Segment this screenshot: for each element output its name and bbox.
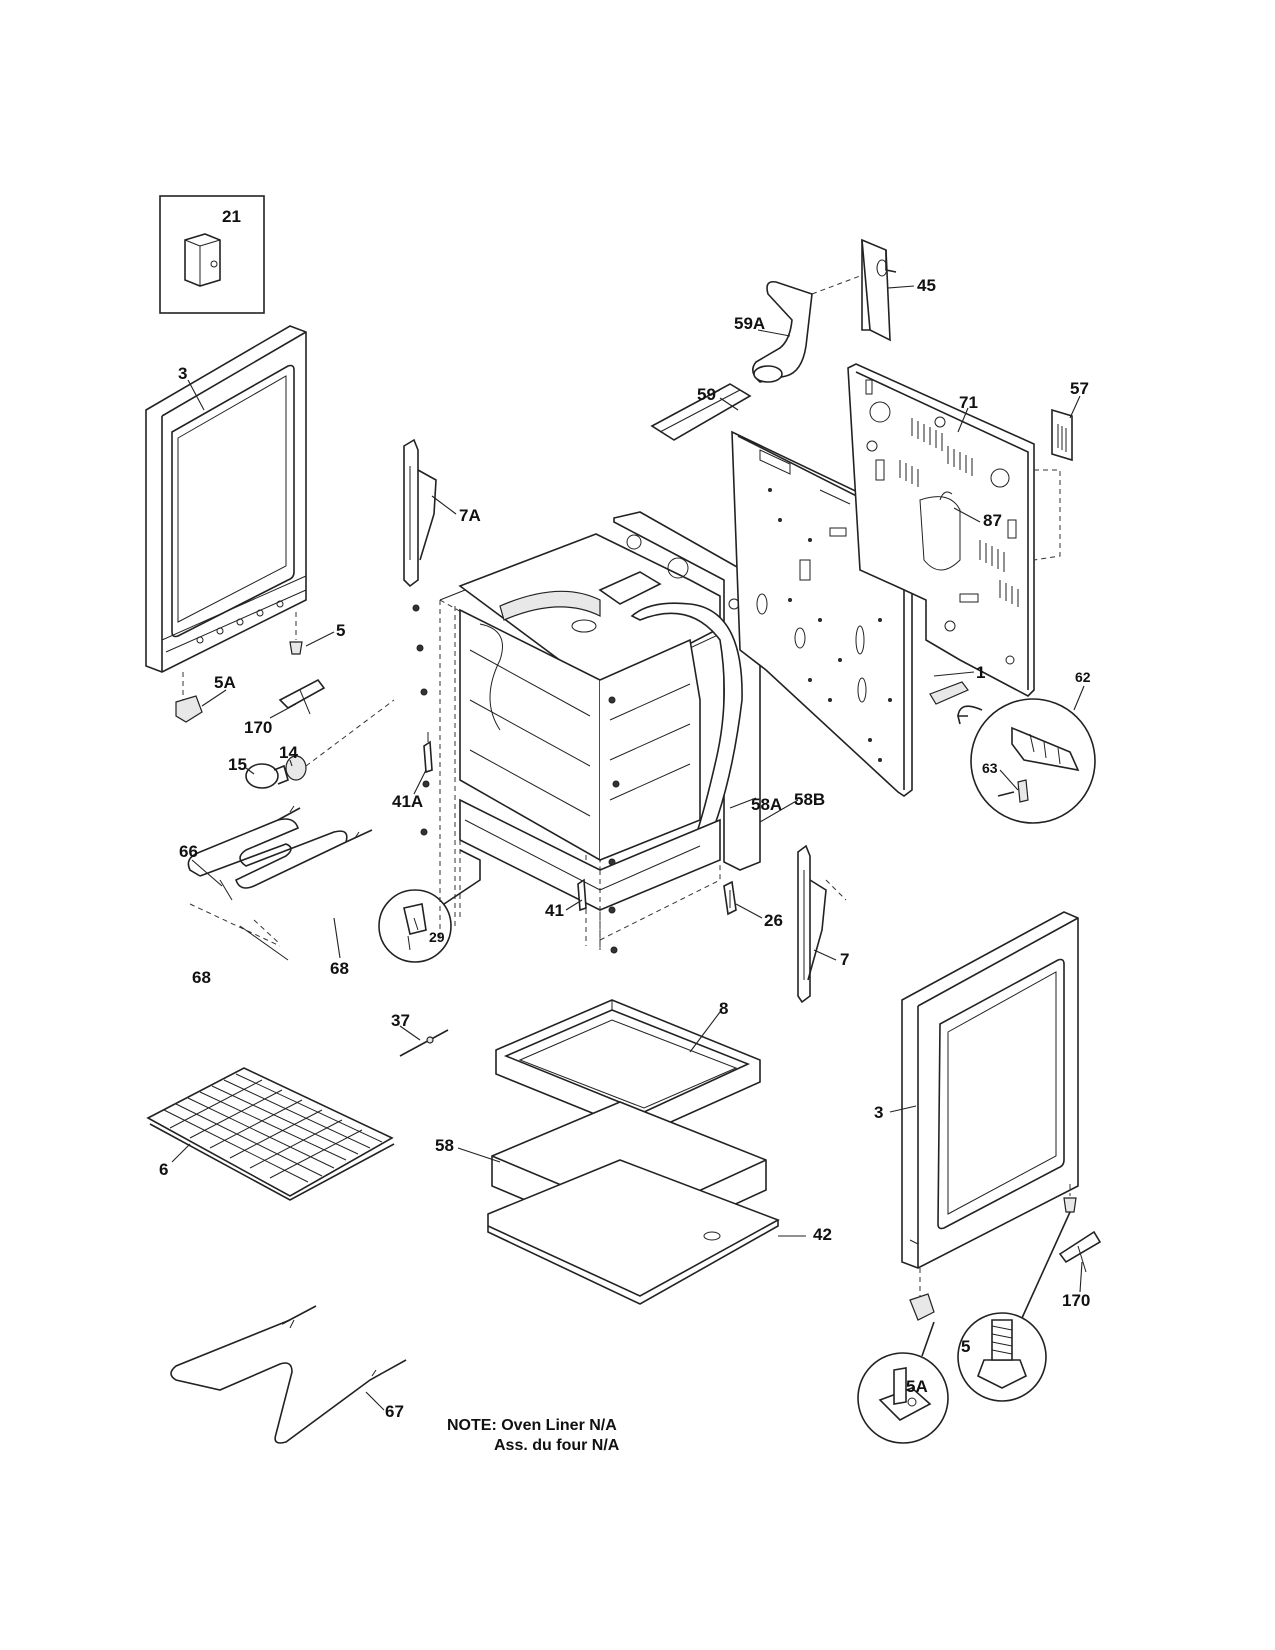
note-line-1: NOTE: Oven Liner N/A (447, 1417, 617, 1434)
oven-rack (146, 1067, 395, 1201)
label-7: 7 (840, 950, 850, 969)
label-68-right: 68 (330, 959, 349, 978)
oven-cavity-body (412, 511, 761, 954)
label-63: 63 (982, 760, 998, 776)
oven-door-right (901, 911, 1079, 1269)
label-67: 67 (385, 1402, 404, 1421)
leveler-detail (957, 1211, 1071, 1402)
label-58: 58 (435, 1136, 454, 1155)
label-26: 26 (764, 911, 783, 930)
label-42: 42 (813, 1225, 832, 1244)
label-3-left: 3 (178, 364, 188, 383)
label-21: 21 (222, 207, 241, 226)
oven-liner-note: NOTE: Oven Liner N/A Ass. du four N/A (447, 1416, 619, 1456)
label-71: 71 (959, 393, 978, 412)
rack-support-7a (403, 438, 437, 588)
bracket-41 (577, 878, 587, 912)
label-58a: 58A (751, 795, 783, 814)
label-5a-left: 5A (214, 673, 236, 692)
hinge-receptacle-detail (857, 1321, 949, 1444)
label-45: 45 (917, 276, 936, 295)
part-26 (723, 880, 737, 916)
broil-element (187, 805, 373, 961)
cover-plate-57 (1051, 408, 1073, 462)
label-37: 37 (391, 1011, 410, 1030)
label-59a: 59A (734, 314, 766, 333)
label-15: 15 (228, 755, 247, 774)
label-58b: 58B (794, 790, 826, 809)
bottom-panel (487, 1159, 806, 1305)
label-66: 66 (179, 842, 198, 861)
label-5a-right: 5A (906, 1377, 928, 1396)
label-5-right: 5 (961, 1337, 971, 1356)
label-41: 41 (545, 901, 564, 920)
wire-37 (399, 1029, 449, 1057)
label-170-right: 170 (1062, 1291, 1091, 1310)
label-59: 59 (697, 385, 716, 404)
back-cover (847, 363, 1061, 697)
oven-light-parts (245, 699, 395, 789)
label-3-right: 3 (874, 1103, 884, 1122)
switch-detail-29 (378, 849, 481, 963)
left-hinge-parts (175, 612, 326, 723)
label-1: 1 (976, 663, 986, 682)
label-68-left: 68 (192, 968, 211, 987)
terminal-block-detail (956, 698, 1096, 824)
rack-support-7 (797, 844, 847, 1004)
oven-door-left (145, 325, 307, 673)
label-87: 87 (983, 511, 1002, 530)
bracket-41a (423, 732, 433, 774)
label-6: 6 (159, 1160, 169, 1179)
right-hinge-parts (909, 1184, 1102, 1321)
label-14: 14 (279, 743, 298, 762)
label-8: 8 (719, 999, 729, 1018)
label-170-left: 170 (244, 718, 273, 737)
bake-element (170, 1305, 407, 1444)
label-29: 29 (429, 929, 445, 945)
note-line-2: Ass. du four N/A (494, 1437, 620, 1454)
label-62: 62 (1075, 669, 1091, 685)
label-57: 57 (1070, 379, 1089, 398)
label-41a: 41A (392, 792, 424, 811)
part-21-inset (159, 195, 265, 314)
label-5-left: 5 (336, 621, 346, 640)
label-7a: 7A (459, 506, 481, 525)
